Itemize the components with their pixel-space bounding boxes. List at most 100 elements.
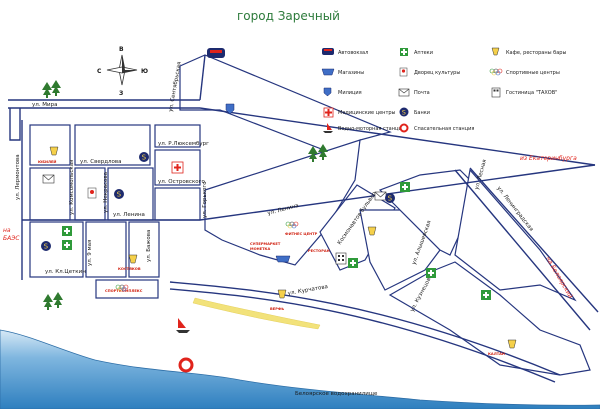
poi-label-kaltan: КАЛТАН — [488, 352, 505, 356]
map-title: город Заречный — [237, 9, 340, 23]
bank-icon[interactable]: S — [139, 152, 149, 162]
bank-icon[interactable]: S — [114, 189, 124, 199]
bus-station-marker[interactable] — [207, 48, 225, 58]
mail-icon[interactable] — [42, 174, 55, 184]
street-label-gorkogo: ул. Горького — [202, 181, 208, 218]
road-network — [8, 54, 599, 383]
sport-rings-icon[interactable] — [115, 284, 129, 292]
legend-label: Дворец культуры — [414, 70, 460, 76]
legend-item: Почта — [398, 88, 430, 97]
poi-label-restoran: РЕСТОРАН — [308, 249, 330, 253]
theater-icon — [399, 67, 408, 77]
cafe-icon[interactable] — [507, 339, 517, 349]
sport-rings-icon[interactable] — [285, 221, 299, 229]
compass-rose: В С Ю З — [97, 46, 148, 97]
poi-label-fitness: ФИТНЕС ЦЕНТР — [285, 232, 318, 236]
pharmacy-icon[interactable] — [348, 258, 358, 268]
pharmacy-icon — [400, 48, 408, 56]
legend-item: Магазины — [321, 68, 364, 76]
legend-item: Водно-моторная станция — [323, 123, 405, 133]
svg-text:S: S — [44, 243, 49, 251]
tree-icon — [53, 292, 63, 308]
shop-icon[interactable] — [275, 255, 291, 263]
boat-icon[interactable] — [176, 318, 190, 333]
pharmacy-icon[interactable] — [62, 226, 72, 236]
street-label-nekrasova: ул. Некрасова — [103, 172, 109, 213]
cafe-icon — [491, 47, 500, 56]
street-label-lermontova: ул. Лермонтова — [15, 154, 21, 200]
medical-icon[interactable] — [171, 161, 184, 174]
mail-icon — [398, 88, 410, 97]
legend-item: Милиция — [323, 87, 362, 97]
legend-item: Спортивные центры — [489, 68, 560, 76]
direction-baes-line2: БАЭС — [3, 235, 20, 242]
legend-item: Медицинские центры — [323, 107, 396, 118]
legend-label: Гостиница "ТАХОВ" — [506, 90, 557, 96]
poi-label-yubiley: ЮБИЛЕЙ — [38, 159, 56, 164]
trees — [42, 80, 328, 310]
tree-icon — [308, 146, 318, 162]
sport-rings-icon — [489, 68, 503, 76]
legend-label: Спасательная станция — [414, 126, 474, 132]
direction-from-ekaterinburg: из Екатеринбурга — [520, 155, 577, 162]
svg-text:S: S — [117, 191, 122, 199]
svg-text:S: S — [388, 195, 393, 203]
pharmacy-icon[interactable] — [426, 268, 436, 278]
legend-label: Водно-моторная станция — [338, 126, 405, 132]
legend-label: Почта — [414, 90, 430, 96]
tree-icon — [51, 80, 61, 96]
mail-icon[interactable] — [374, 191, 387, 201]
cafe-icon[interactable] — [367, 226, 377, 236]
compass-west-label: С — [97, 68, 102, 75]
lifebuoy-icon — [399, 123, 409, 133]
poi-label-shipyard: ВЕРФЬ — [270, 307, 284, 311]
street-label-lenina-left: ул. Ленина — [113, 212, 145, 218]
poi-label-supermarket-1: СУПЕРМАРКЕТ — [250, 242, 281, 246]
direction-baes-line1: на — [3, 227, 11, 234]
legend-item: Спасательная станция — [399, 123, 474, 133]
tree-icon — [42, 82, 52, 98]
street-label-mira: ул. Мира — [32, 102, 57, 108]
theater-icon[interactable] — [87, 187, 97, 199]
legend: Автовокзал Аптеки Кафе, рестораны барыМага… — [321, 47, 566, 133]
poi-label-supermarket-2: МОНЕТКА — [250, 247, 270, 251]
legend-label: Автовокзал — [338, 50, 368, 56]
legend-label: Магазины — [338, 70, 364, 76]
medical-icon — [323, 107, 334, 118]
legend-label: Банки — [414, 110, 430, 116]
hotel-icon[interactable] — [335, 252, 347, 265]
police-icon[interactable] — [225, 103, 235, 115]
legend-label: Кафе, рестораны бары — [506, 50, 566, 56]
compass-south-label: З — [119, 90, 123, 97]
cafe-icon[interactable] — [49, 146, 59, 156]
reservoir-label: Белоярское водохранилище — [295, 391, 378, 397]
legend-item: Аптеки — [400, 48, 433, 56]
cafe-icon[interactable] — [277, 289, 287, 299]
lifebuoy-icon[interactable] — [178, 357, 194, 373]
legend-label: Милиция — [338, 90, 362, 96]
map-icons: S S S S — [41, 103, 517, 373]
legend-label: Аптеки — [414, 50, 433, 56]
pharmacy-icon[interactable] — [481, 290, 491, 300]
boat-icon — [323, 123, 333, 133]
police-icon — [323, 87, 332, 97]
bank-icon[interactable]: S — [385, 193, 395, 203]
street-label-ostrovskogo: ул. Островского — [158, 179, 206, 185]
bank-icon[interactable]: S — [41, 241, 51, 251]
tree-icon — [43, 294, 53, 310]
legend-label: Спортивные центры — [506, 70, 560, 76]
reservoir-water — [0, 329, 600, 409]
cafe-icon[interactable] — [128, 254, 138, 264]
pharmacy-icon[interactable] — [62, 240, 72, 250]
legend-item: Автовокзал — [322, 48, 368, 56]
compass-north-label: В — [119, 46, 124, 53]
pharmacy-icon[interactable] — [400, 182, 410, 192]
legend-item: Гостиница "ТАХОВ" — [491, 87, 557, 98]
street-label-sverdlova: ул. Свердлова — [80, 159, 122, 165]
street-label-bazhova: ул. Бажова — [146, 230, 152, 262]
street-label-r-luxemburg: ул. Р.Люксембург — [158, 141, 209, 147]
street-label-kl-tsetkin: ул. Кл.Цеткин — [45, 269, 86, 275]
street-label-kurchatova: ул. Курчатова — [287, 284, 328, 297]
